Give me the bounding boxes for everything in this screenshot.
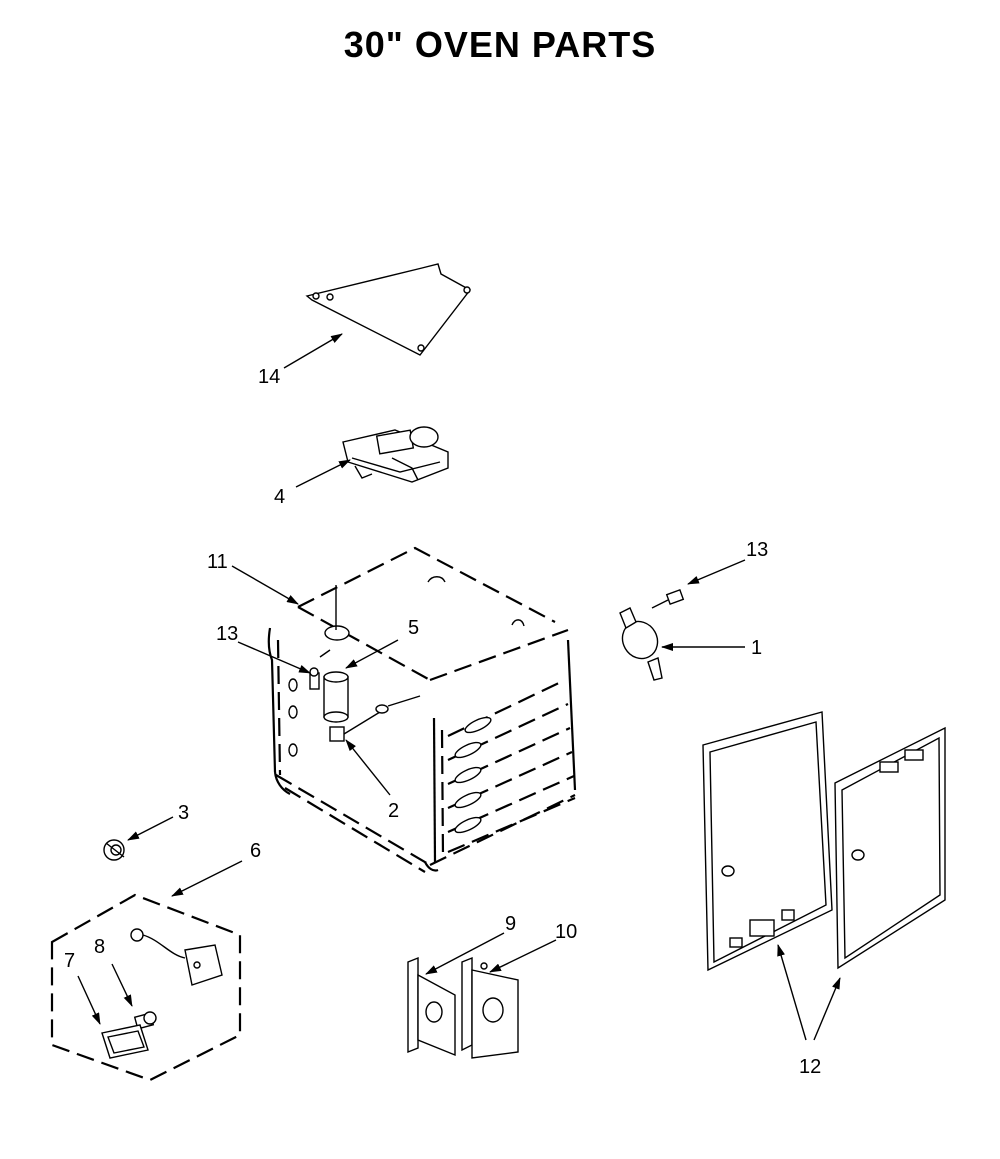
part-13-screw-right[interactable] [651,589,685,609]
part-11-oven-cavity[interactable] [267,546,577,873]
part-12-panel-right[interactable] [834,726,946,970]
callout-13-right: 13 [746,539,768,561]
callout-12: 12 [799,1056,821,1078]
callout-3: 3 [178,802,189,824]
page-title: 30" OVEN PARTS [343,24,657,65]
part-13-sensor-left[interactable] [309,667,320,690]
part-10-bracket[interactable] [461,956,519,1059]
part-14-plate[interactable] [305,263,472,356]
callout-1: 1 [751,637,762,659]
callout-8: 8 [94,936,105,958]
callout-2: 2 [388,800,399,822]
part-6-kit[interactable] [50,893,242,1082]
callout-13-left: 13 [216,623,238,645]
callout-9: 9 [505,913,516,935]
callout-4: 4 [274,486,285,508]
callout-11: 11 [207,551,228,573]
callout-6: 6 [250,840,261,862]
callout-10: 10 [555,921,577,943]
part-1-sensor-disk[interactable] [616,607,664,681]
part-3-knob[interactable] [103,839,125,861]
callout-5: 5 [408,617,419,639]
part-12-panel-left[interactable] [702,711,833,972]
callout-14: 14 [258,366,280,388]
part-7-lens[interactable] [101,1024,149,1059]
leader-lines [77,333,841,1041]
callout-7: 7 [64,950,75,972]
part-2-connector[interactable] [329,695,421,742]
callout-labels: 14 4 11 13 5 2 13 1 3 6 8 7 9 10 12 [64,366,821,1078]
part-4-latch-assembly[interactable] [342,426,449,483]
part-9-bracket[interactable] [407,956,456,1057]
part-5-cylinder[interactable] [323,671,349,723]
